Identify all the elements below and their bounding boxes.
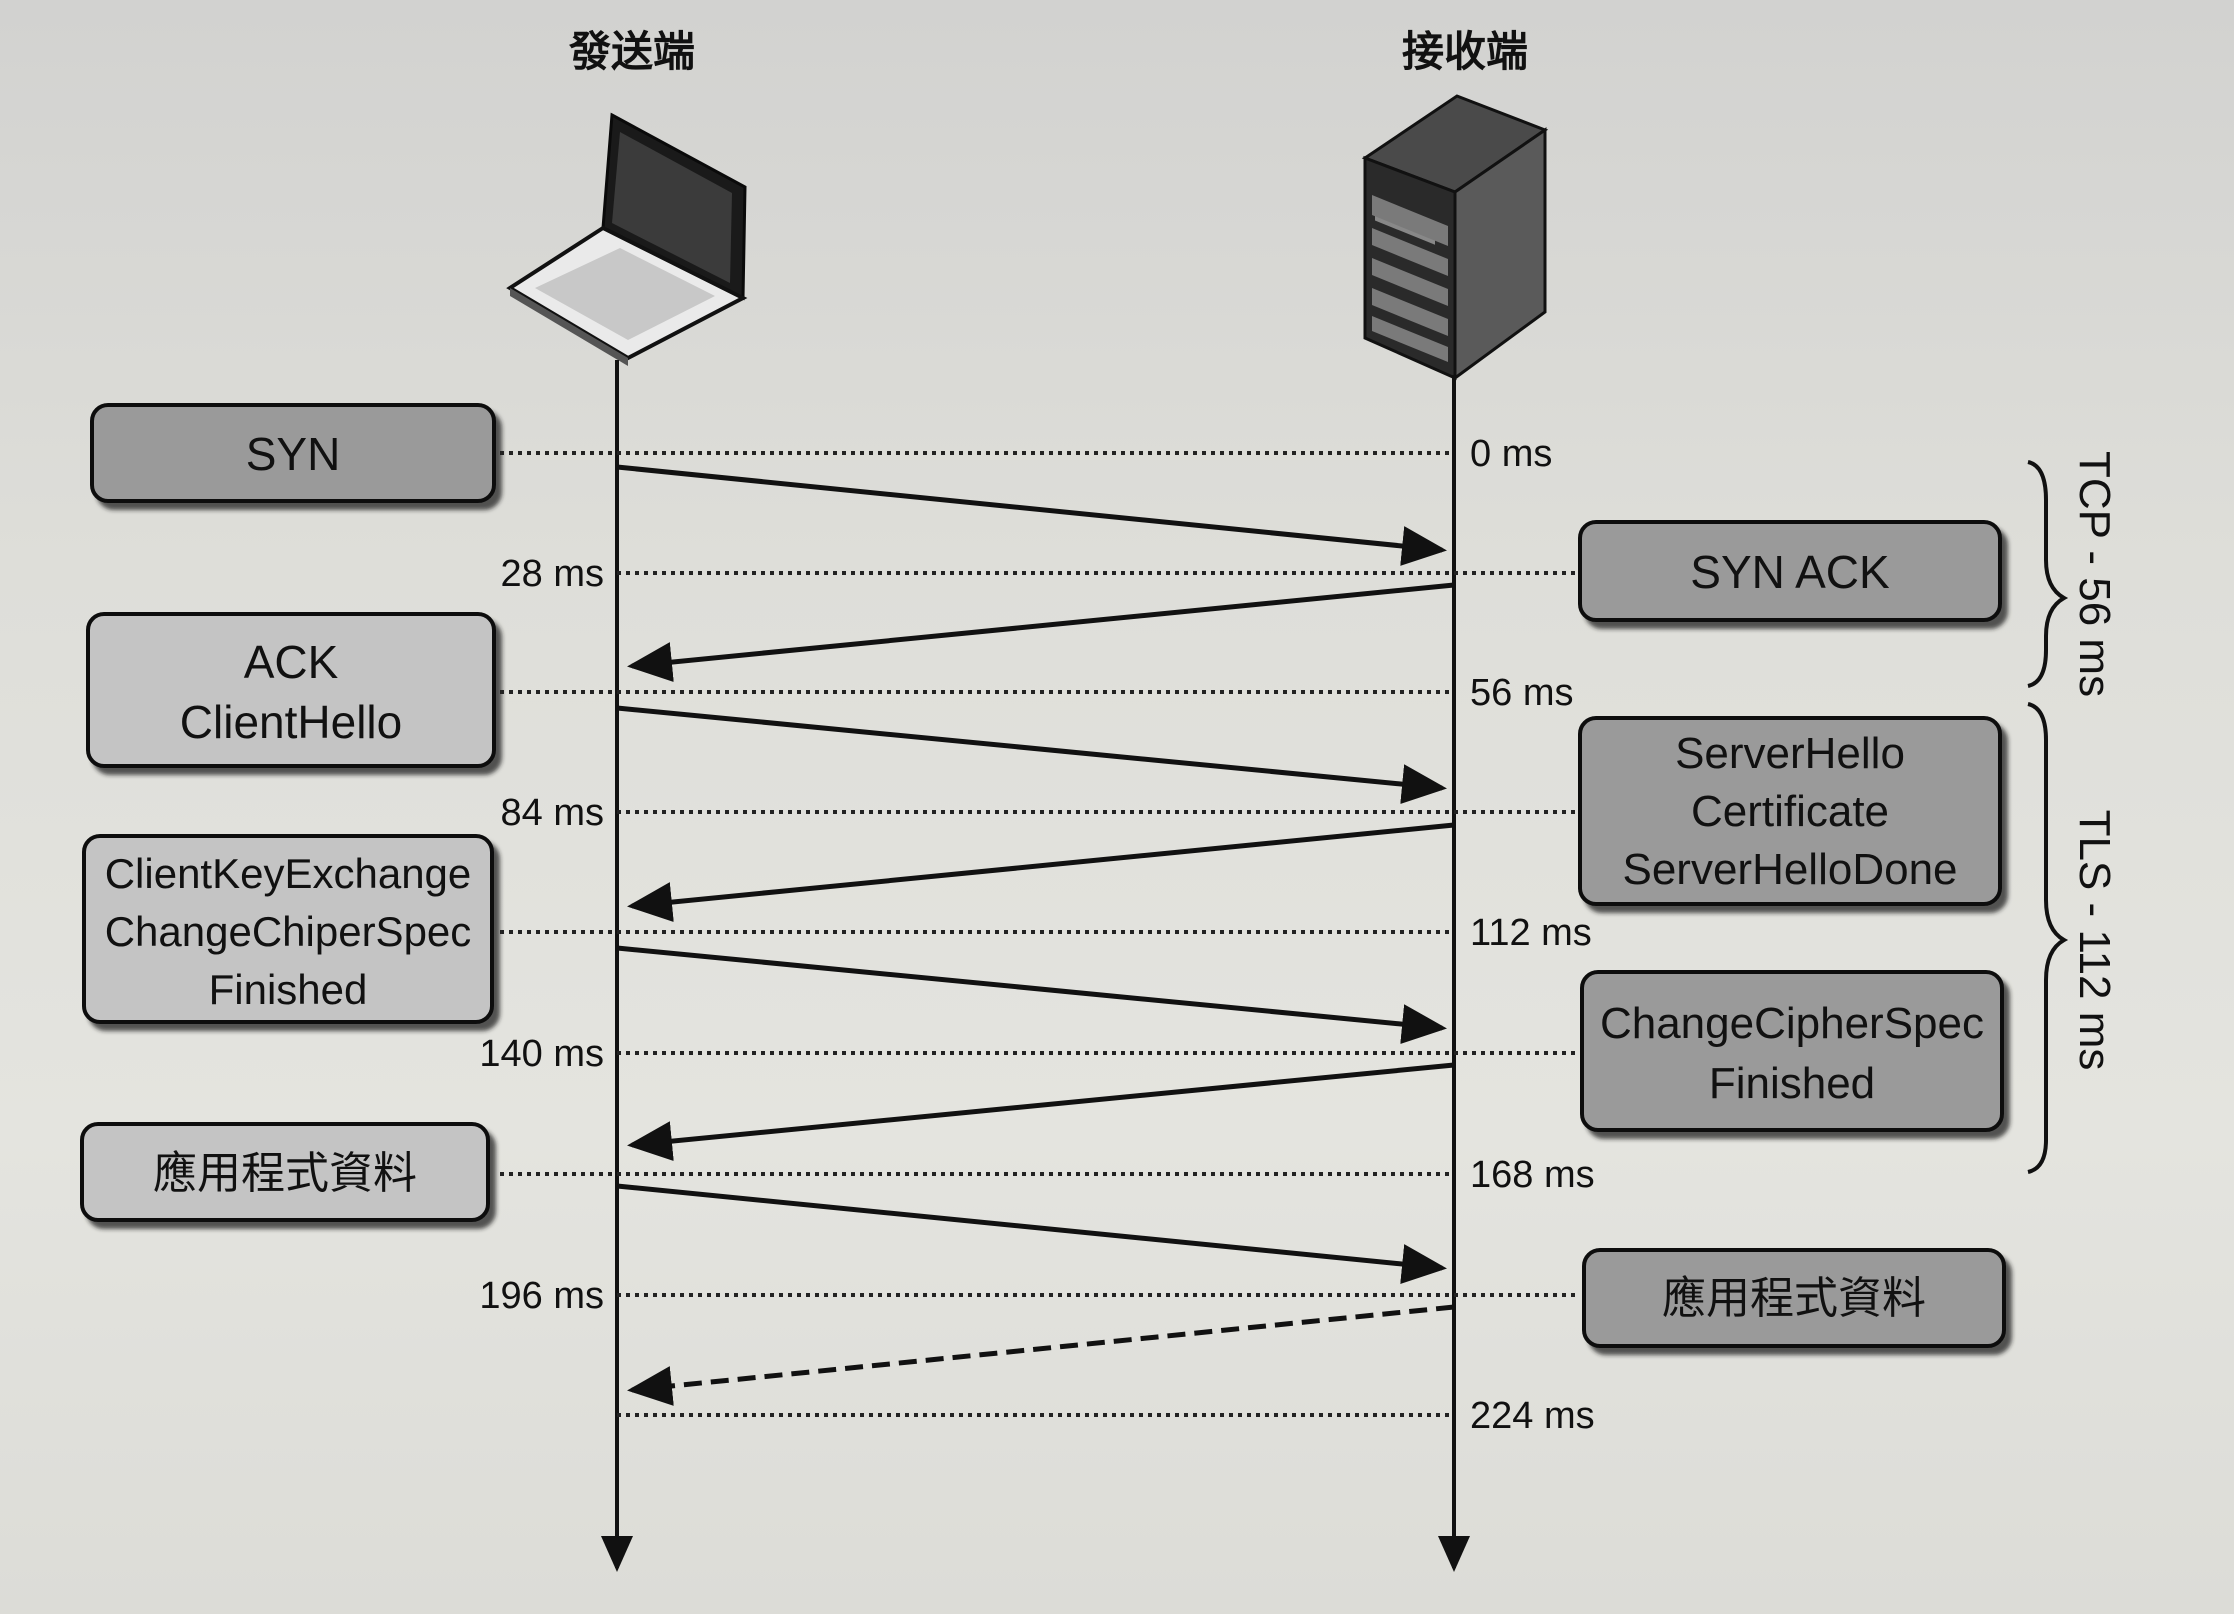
message-arrow-syn-ack	[627, 582, 1455, 682]
receiver-box-syn-ack: SYN ACK	[1578, 520, 2002, 622]
right-time-labels: 0 ms 56 ms 112 ms 168 ms 224 ms	[1470, 433, 1595, 1437]
time-label: 224 ms	[1470, 1395, 1595, 1437]
box-label: SYN	[246, 428, 341, 480]
time-label: 0 ms	[1470, 433, 1552, 475]
message-arrow-client-finished	[616, 945, 1447, 1045]
receiver-title: 接收端	[1402, 27, 1528, 76]
time-label: 140 ms	[479, 1033, 604, 1075]
message-arrow-server-finished	[627, 1062, 1455, 1162]
time-label: 28 ms	[501, 553, 604, 595]
message-arrow-app-response	[627, 1304, 1455, 1406]
box-label: ChangeCipherSpec	[1600, 999, 1984, 1048]
box-label: Finished	[1709, 1059, 1875, 1108]
tls-phase-label: TLS - 112 ms	[2070, 810, 2119, 1071]
box-label: ServerHello	[1675, 729, 1905, 778]
left-time-labels: 28 ms 84 ms 140 ms 196 ms	[479, 553, 604, 1317]
sender-box-syn: SYN	[90, 403, 496, 503]
time-label: 84 ms	[501, 792, 604, 834]
sender-box-ack-clienthello: ACK ClientHello	[86, 612, 496, 768]
box-label: 應用程式資料	[153, 1148, 417, 1199]
message-arrow-serverhello	[627, 822, 1455, 922]
box-label: Finished	[209, 966, 368, 1013]
message-arrow-clienthello	[616, 705, 1447, 805]
message-arrow-syn	[616, 464, 1447, 566]
time-label: 56 ms	[1470, 672, 1573, 714]
laptop-icon	[506, 112, 748, 366]
box-label: ChangeChiperSpec	[105, 908, 472, 955]
message-arrow-app-data	[616, 1183, 1447, 1284]
box-label: ClientHello	[180, 696, 402, 748]
sender-box-client-finished: ClientKeyExchange ChangeChiperSpec Finis…	[82, 834, 494, 1024]
time-label: 196 ms	[479, 1275, 604, 1317]
box-label: Certificate	[1691, 787, 1889, 836]
tls-phase-brace	[2027, 702, 2069, 1174]
tcp-phase-brace	[2027, 460, 2069, 688]
time-label: 168 ms	[1470, 1154, 1595, 1196]
tcp-phase-label: TCP - 56 ms	[2070, 451, 2119, 697]
sender-title: 發送端	[568, 27, 695, 76]
box-label: ServerHelloDone	[1622, 845, 1957, 894]
box-label: ACK	[244, 636, 339, 688]
server-icon	[1361, 94, 1549, 381]
box-label: ClientKeyExchange	[105, 850, 472, 897]
time-grid	[500, 451, 1580, 1417]
receiver-box-serverhello: ServerHello Certificate ServerHelloDone	[1578, 716, 2002, 906]
receiver-box-server-finished: ChangeCipherSpec Finished	[1580, 970, 2004, 1132]
sender-box-app-data: 應用程式資料	[80, 1122, 490, 1222]
time-label: 112 ms	[1470, 912, 1592, 954]
receiver-box-app-data: 應用程式資料	[1582, 1248, 2006, 1348]
box-label: 應用程式資料	[1662, 1273, 1926, 1324]
box-label: SYN ACK	[1690, 546, 1890, 598]
